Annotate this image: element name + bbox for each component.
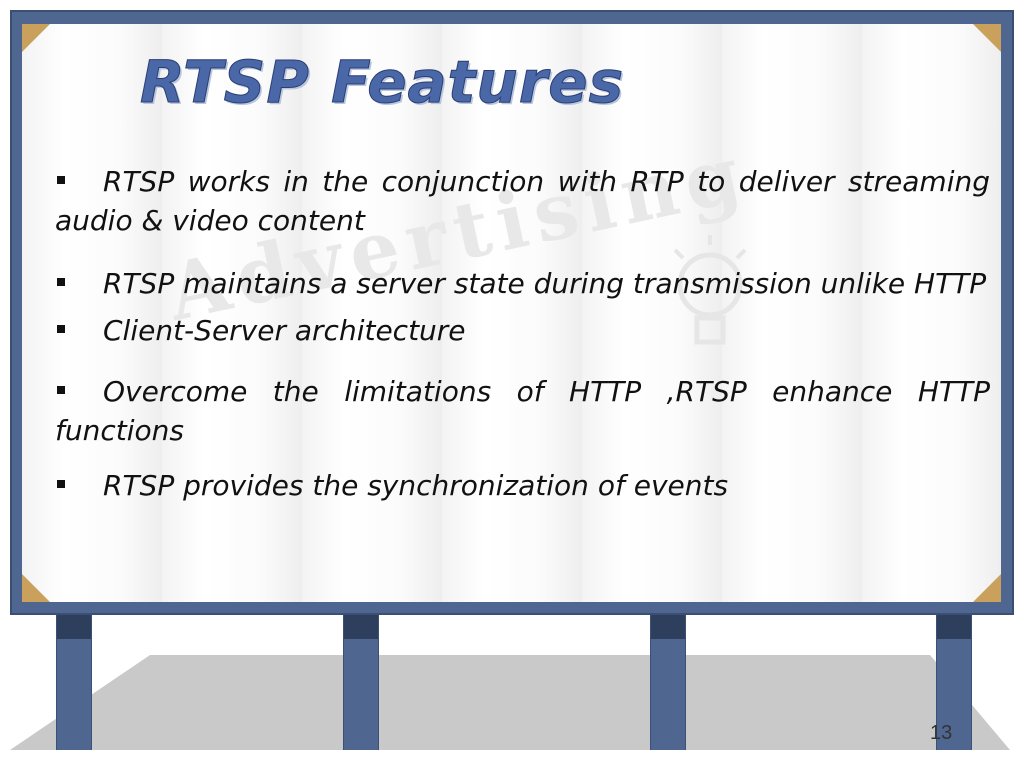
billboard-leg [936, 615, 972, 750]
lightbulb-icon [673, 235, 747, 345]
paper-corner [973, 574, 1001, 602]
billboard-paper [22, 24, 1001, 602]
paper-corner [22, 24, 50, 52]
slide-title: RTSP Features [139, 48, 625, 117]
paper-corner [973, 24, 1001, 52]
bullet-item: Overcome the limitations of HTTP ,RTSP e… [55, 372, 990, 450]
billboard-leg [650, 615, 686, 750]
square-bullet-icon [57, 325, 65, 333]
bullet-text: Overcome the limitations of HTTP ,RTSP e… [55, 375, 990, 447]
square-bullet-icon [57, 278, 65, 286]
bullet-item: Client-Server architecture [55, 311, 990, 350]
bullet-item: RTSP provides the synchronization of eve… [55, 466, 990, 505]
page-number: 13 [930, 722, 953, 744]
billboard-leg [343, 615, 379, 750]
bullet-item: RTSP works in the conjunction with RTP t… [55, 162, 990, 240]
bullet-text: RTSP works in the conjunction with RTP t… [55, 165, 990, 237]
billboard-leg [56, 615, 92, 750]
bullet-item: RTSP maintains a server state during tra… [55, 264, 990, 303]
square-bullet-icon [57, 176, 65, 184]
bullet-text: RTSP provides the synchronization of eve… [103, 469, 729, 502]
paper-corner [22, 574, 50, 602]
bullet-list: RTSP works in the conjunction with RTP t… [55, 162, 990, 505]
square-bullet-icon [57, 386, 65, 394]
billboard-ground-shadow [10, 655, 1010, 750]
square-bullet-icon [57, 480, 65, 488]
bullet-text: Client-Server architecture [103, 314, 466, 347]
bullet-text: RTSP maintains a server state during tra… [103, 267, 987, 300]
